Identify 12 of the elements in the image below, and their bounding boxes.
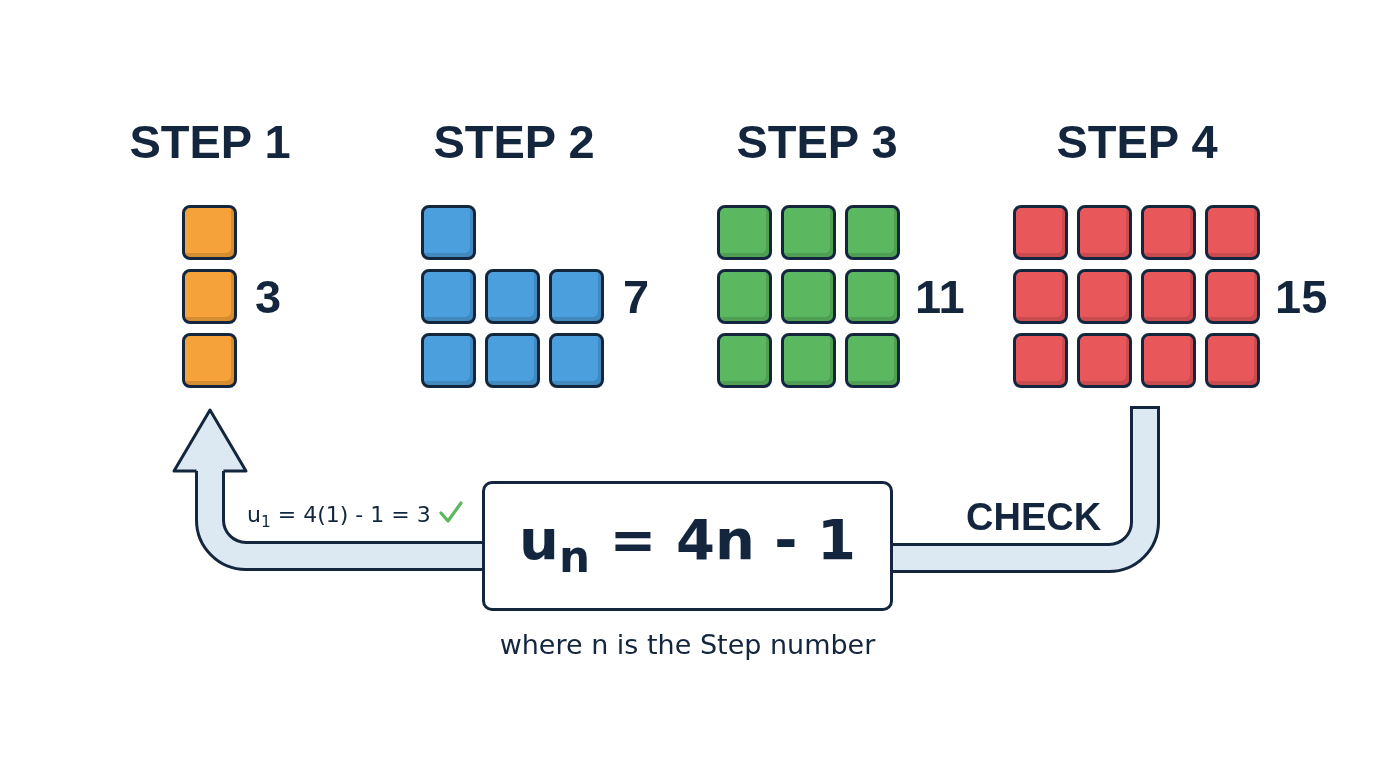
count-label: 11 — [915, 273, 965, 320]
step-heading: STEP 1 — [129, 118, 291, 165]
edge-label: u$_{1}$ = 4(1) - 1 = 3 — [247, 503, 431, 533]
formula-text: u$_{n}$ = 4n - 1 — [519, 509, 856, 583]
caption-text: where n is the Step number — [499, 630, 876, 660]
count-label: 3 — [255, 273, 282, 320]
count-label: 7 — [623, 273, 650, 320]
step-heading: STEP 3 — [736, 118, 898, 165]
step-heading: STEP 2 — [433, 118, 595, 165]
edge-label: CHECK — [966, 497, 1102, 539]
count-label: 15 — [1275, 273, 1328, 320]
step-heading: STEP 4 — [1056, 118, 1218, 165]
